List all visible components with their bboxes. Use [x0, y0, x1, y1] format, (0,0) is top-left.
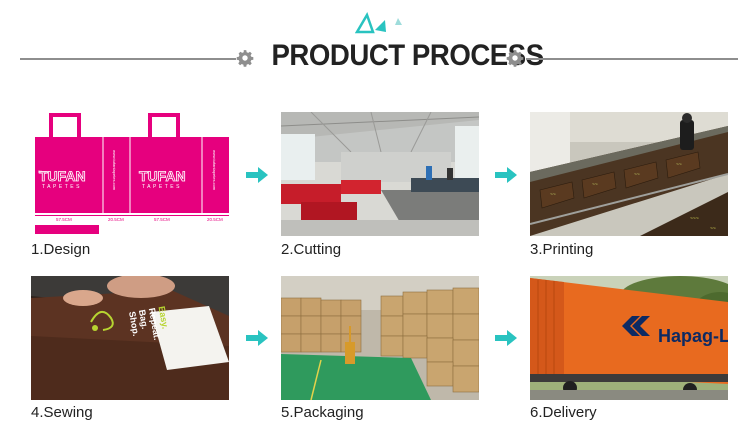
- svg-text:~~~: ~~~: [690, 216, 699, 222]
- packaging-warehouse-image: [281, 276, 479, 400]
- shipping-container-image: Hapag-L: [530, 276, 728, 400]
- brand-text-right: TUFAN: [139, 168, 186, 184]
- brand-sub-left: TAPETES: [42, 184, 82, 190]
- svg-text:~~: ~~: [592, 182, 598, 188]
- triangle-decoration-icon: [355, 12, 402, 34]
- page-title: PRODUCT PROCESS: [271, 39, 544, 72]
- brand-sub-right: TAPETES: [142, 184, 182, 190]
- svg-text:Shop: Shop: [38, 169, 48, 174]
- arrow-right-icon: [495, 167, 517, 183]
- step-label-printing: 3.Printing: [530, 241, 594, 258]
- dim-front-2: 57.5CM: [154, 217, 170, 222]
- web-text-left: www.tufantapetes.com: [112, 150, 117, 191]
- arrow-right-icon: [495, 330, 517, 346]
- sewing-image: Shop. Bag. Repeat. Easy.: [31, 276, 229, 400]
- step-label-design: 1.Design: [31, 241, 91, 258]
- gear-icon: [506, 50, 524, 67]
- slogan-line-2: Bag.: [137, 309, 150, 330]
- header-line-right: [526, 58, 738, 60]
- slogan-line-4: Easy.: [157, 305, 171, 329]
- cutting-workshop-image: [281, 112, 479, 236]
- svg-text:~~: ~~: [676, 162, 682, 168]
- dim-front-1: 57.5CM: [56, 217, 72, 222]
- bag-design-image: Shop TUFAN TAPETES TUFAN TAPETES www.tuf…: [31, 112, 229, 236]
- brand-text-left: TUFAN: [39, 168, 86, 184]
- header-line-left: [20, 58, 236, 60]
- step-label-packaging: 5.Packaging: [281, 404, 364, 421]
- gear-icon: [236, 50, 254, 67]
- arrow-right-icon: [246, 167, 268, 183]
- arrow-right-icon: [246, 330, 268, 346]
- svg-text:~~: ~~: [710, 226, 716, 232]
- dim-side-1: 20.5CM: [108, 217, 124, 222]
- step-label-delivery: 6.Delivery: [530, 404, 597, 421]
- svg-text:~~: ~~: [550, 192, 556, 198]
- slogan-line-1: Shop.: [127, 311, 141, 337]
- step-label-sewing: 4.Sewing: [31, 404, 93, 421]
- svg-text:~~: ~~: [634, 172, 640, 178]
- dim-side-2: 20.5CM: [207, 217, 223, 222]
- printing-line-image: ~~~~~~~~ ~~~~~: [530, 112, 728, 236]
- step-label-cutting: 2.Cutting: [281, 241, 342, 258]
- web-text-right: www.tufantapetes.com: [212, 150, 217, 191]
- container-brand-text: Hapag-L: [658, 326, 728, 346]
